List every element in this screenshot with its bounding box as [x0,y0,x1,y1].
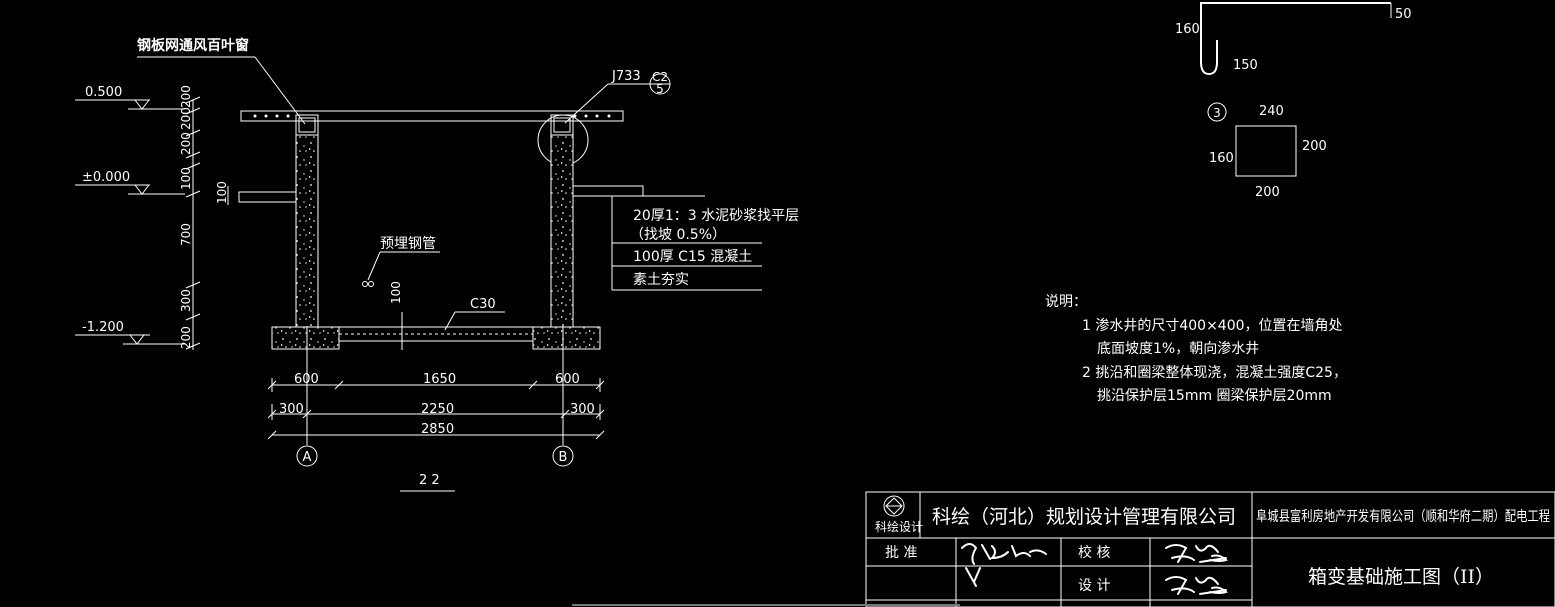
vdim-6: 300 [179,289,193,312]
wall-left [295,134,319,328]
axis-a: A [303,450,312,465]
pipe-symbol-b [368,281,374,287]
vdim-5: 700 [179,223,193,246]
ring-beam-left-stirrup [298,117,316,133]
axis-b: B [559,450,568,465]
signature-designer [1165,576,1228,595]
section-drawing: 0.500 ±0.000 -1.200 200 200 20 [75,37,799,492]
dim-2850: 2850 [421,422,454,437]
level-mark-bottom [75,334,185,345]
vdim-3: 200 [179,132,193,155]
notes-heading: 说明： [1045,294,1087,310]
dim-300-left: 300 [279,402,304,417]
detail-ref-bottom: 5 [656,82,664,96]
vent-leader [254,56,306,125]
hook-detail [1200,2,1392,76]
dim-1650: 1650 [423,372,456,387]
dim-600-left: 600 [294,372,319,387]
drawing-title: 箱变基础施工图（II） [1308,566,1494,588]
signature-approver [961,543,1047,587]
note-1b: 底面坡度1%，朝向渗水井 [1097,341,1259,357]
detail-3-left: 160 [1209,151,1234,166]
detail-3-box [1235,125,1297,177]
pipe-symbol-a [362,281,368,287]
section-title: 2 2 [419,473,440,488]
pipe-label-leader [367,251,381,281]
design-label: 设 计 [1078,578,1110,594]
horizontal-dimensions [267,326,605,445]
title-block-frame [865,491,1555,607]
detail-ref-top: C2 [652,70,668,84]
hook-d50: 50 [1395,7,1412,22]
title-block [865,491,1555,607]
detail-3-top: 240 [1259,104,1284,119]
dim-600-right: 600 [555,372,580,387]
pipe-label: 预埋钢管 [380,236,436,252]
ring-beam-right-stirrup [553,117,571,133]
detail-3-marker: 3 [1213,106,1221,120]
footing-left [271,326,340,350]
rebar-dots [253,114,611,118]
vent-label: 钢板网通风百叶窗 [137,37,249,54]
footing-right [532,326,601,350]
project-name: 阜城县富利房地产开发有限公司（顺和华府二期）配电工程 [1256,508,1550,525]
slab-dim: 100 [389,281,403,304]
vdim-1: 200 [179,107,193,130]
company-logo [883,495,905,517]
logo-caption: 科绘设计 [875,519,923,534]
note-2: 2 挑沿和圈梁整体现浇，混凝土强度C25， [1082,365,1347,381]
axis-b-circle [552,445,574,467]
axis-a-circle [296,445,318,467]
company-name: 科绘（河北）规划设计管理有限公司 [932,506,1236,528]
pipe-left [238,191,297,203]
check-label: 校 核 [1078,544,1110,561]
level-mark-zero [75,184,185,195]
beam-tag: J733 [611,69,641,84]
layer-1b: （找坡 0.5%） [630,227,726,243]
detail-3-marker-circle [1207,102,1227,122]
dim-2250: 2250 [421,402,454,417]
pipe-dim: 100 [215,181,229,204]
note-1: 1 渗水井的尺寸400×400，位置在墙角处 [1082,318,1343,334]
vdim-2: 200 [179,85,193,108]
pipe-right [572,185,644,197]
layer-3: 素土夯实 [633,272,689,288]
vertical-dimension [185,96,201,350]
level-top: 0.500 [85,85,122,100]
beam-tag-leader [564,83,609,124]
level-zero: ±0.000 [82,170,130,185]
note-2b: 挑沿保护层15mm 圈梁保护层20mm [1097,388,1332,404]
approve-label: 批 准 [885,545,917,561]
dim-300-right: 300 [570,402,595,417]
slab-label-leader [444,311,456,331]
hook-d160: 160 [1175,22,1200,37]
roof-slab [240,110,624,122]
detail-3-right: 200 [1302,139,1327,154]
signature-checker [1165,544,1228,563]
hook-rebar [1200,2,1391,76]
vdim-4: 100 [179,167,193,190]
wall-right [550,134,574,328]
vdim-7: 200 [179,326,193,349]
layer-1: 20厚1：3 水泥砂浆找平层 [633,208,799,224]
layer-2: 100厚 C15 混凝土 [633,249,752,265]
detail-3-bottom: 200 [1255,185,1280,200]
hook-d150: 150 [1233,58,1258,73]
level-mark-top [75,99,185,110]
level-bottom: -1.200 [82,320,124,335]
slab-label: C30 [470,297,496,312]
